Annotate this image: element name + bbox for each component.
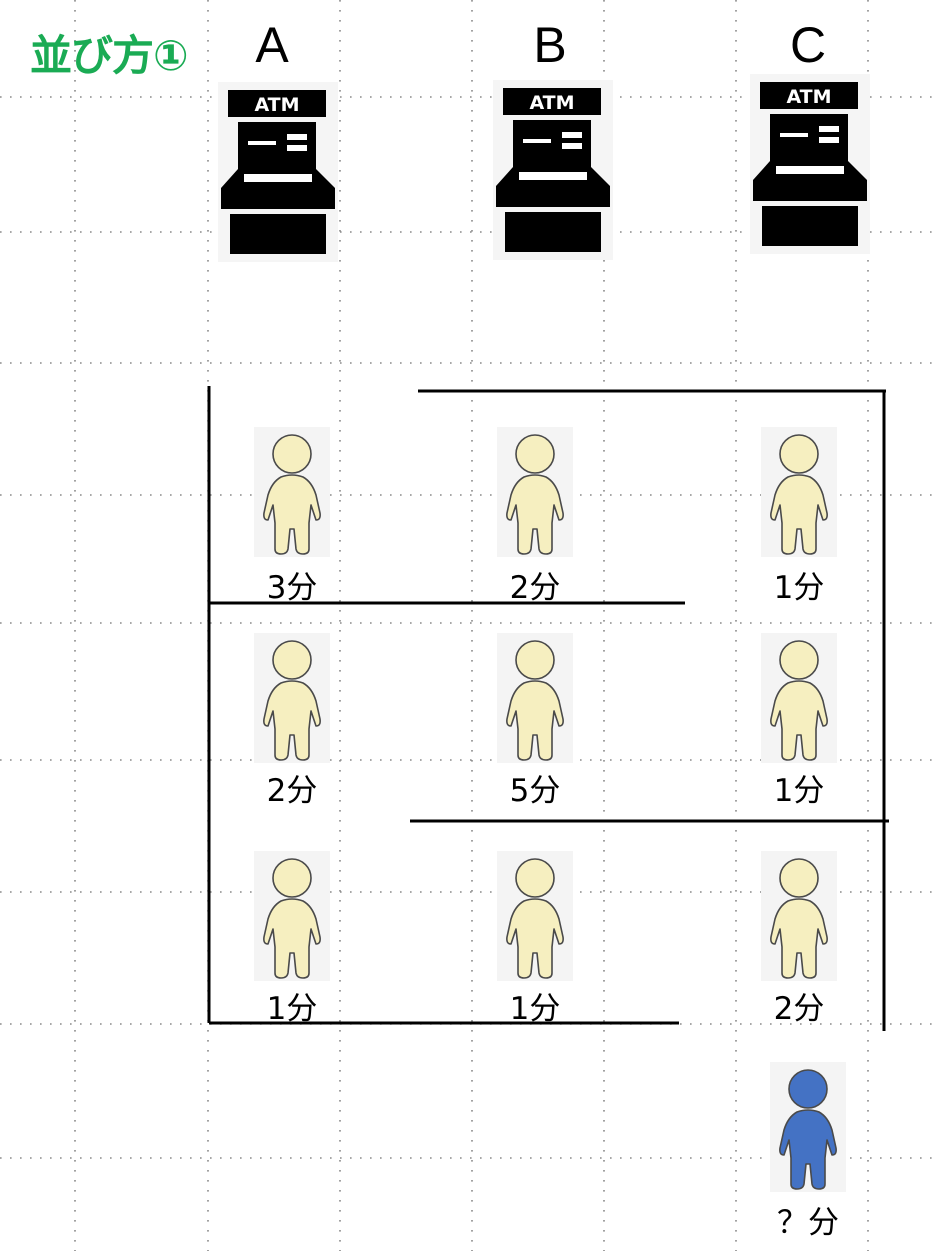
- new-person-icon: [770, 1062, 846, 1192]
- person-icon: [254, 851, 330, 981]
- atm-machine-b: ATM: [493, 80, 613, 260]
- wait-time-label: 1分: [744, 765, 854, 810]
- wait-time-label: 2分: [480, 562, 590, 607]
- wait-time-label: 1分: [480, 983, 590, 1028]
- person-icon: [254, 633, 330, 763]
- wait-time-label: 3分: [237, 562, 347, 607]
- column-label-a: A: [232, 16, 312, 74]
- column-label-b: B: [510, 16, 590, 74]
- column-label-c: C: [768, 16, 848, 74]
- diagram-title: 並び方①: [30, 22, 188, 83]
- person-icon: [254, 427, 330, 557]
- new-person-time-label: ？分: [753, 1197, 863, 1242]
- atm-machine-a: ATM: [218, 82, 338, 262]
- atm-sign-text: ATM: [529, 92, 574, 114]
- atm-sign-text: ATM: [254, 94, 299, 116]
- person-icon: [761, 851, 837, 981]
- wait-time-label: 2分: [237, 765, 347, 810]
- person-icon: [761, 633, 837, 763]
- atm-machine-c: ATM: [750, 74, 870, 254]
- person-icon: [497, 633, 573, 763]
- person-icon: [497, 851, 573, 981]
- wait-time-label: 2分: [744, 983, 854, 1028]
- atm-sign-text: ATM: [786, 86, 831, 108]
- wait-time-label: 5分: [480, 765, 590, 810]
- person-icon: [497, 427, 573, 557]
- wait-time-label: 1分: [237, 983, 347, 1028]
- person-icon: [761, 427, 837, 557]
- wait-time-label: 1分: [744, 562, 854, 607]
